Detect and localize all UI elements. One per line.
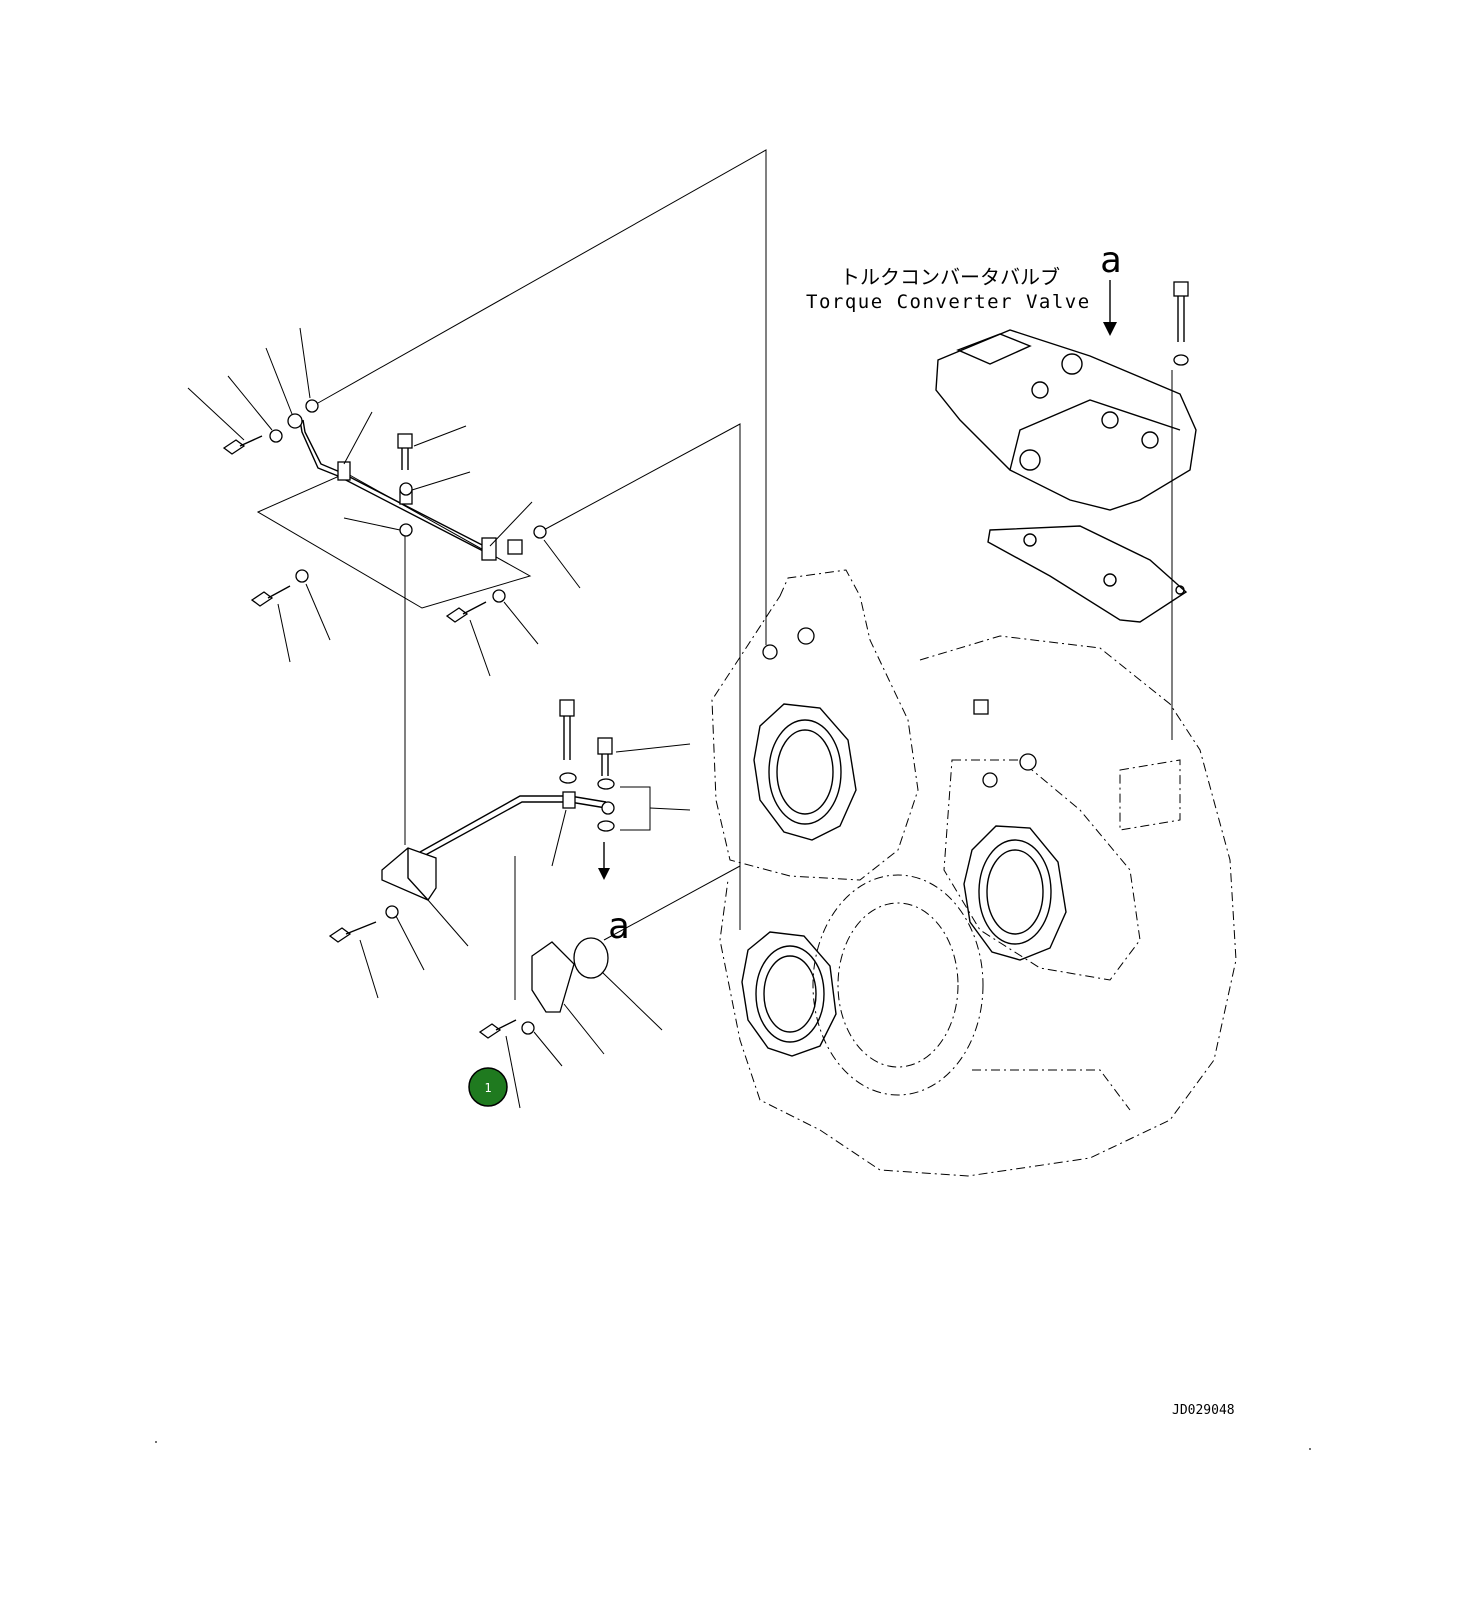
upper-pipe-assembly [222, 399, 547, 623]
transmission-case [711, 569, 1237, 1177]
connection-lines [256, 149, 1173, 1000]
title-en: Torque Converter Valve [806, 291, 1091, 313]
callout-1-button[interactable]: 1 [468, 1067, 508, 1107]
lower-pipe-assembly [328, 699, 615, 1039]
case-flanges [741, 627, 1067, 1057]
ref-label-upper: a [1100, 240, 1122, 281]
stray-dot-right [1309, 1448, 1311, 1450]
callout-number: 1 [484, 1081, 491, 1095]
lower-leaders [359, 743, 691, 1109]
callout-circle [468, 1067, 508, 1107]
stray-dot-left [155, 1441, 157, 1443]
ref-label-lower: a [608, 906, 630, 947]
upper-leaders [187, 327, 581, 677]
drawing-number: JD029048 [1172, 1403, 1235, 1418]
torque-converter-valve [935, 280, 1197, 623]
title-ja: トルクコンバータバルブ [840, 265, 1060, 289]
